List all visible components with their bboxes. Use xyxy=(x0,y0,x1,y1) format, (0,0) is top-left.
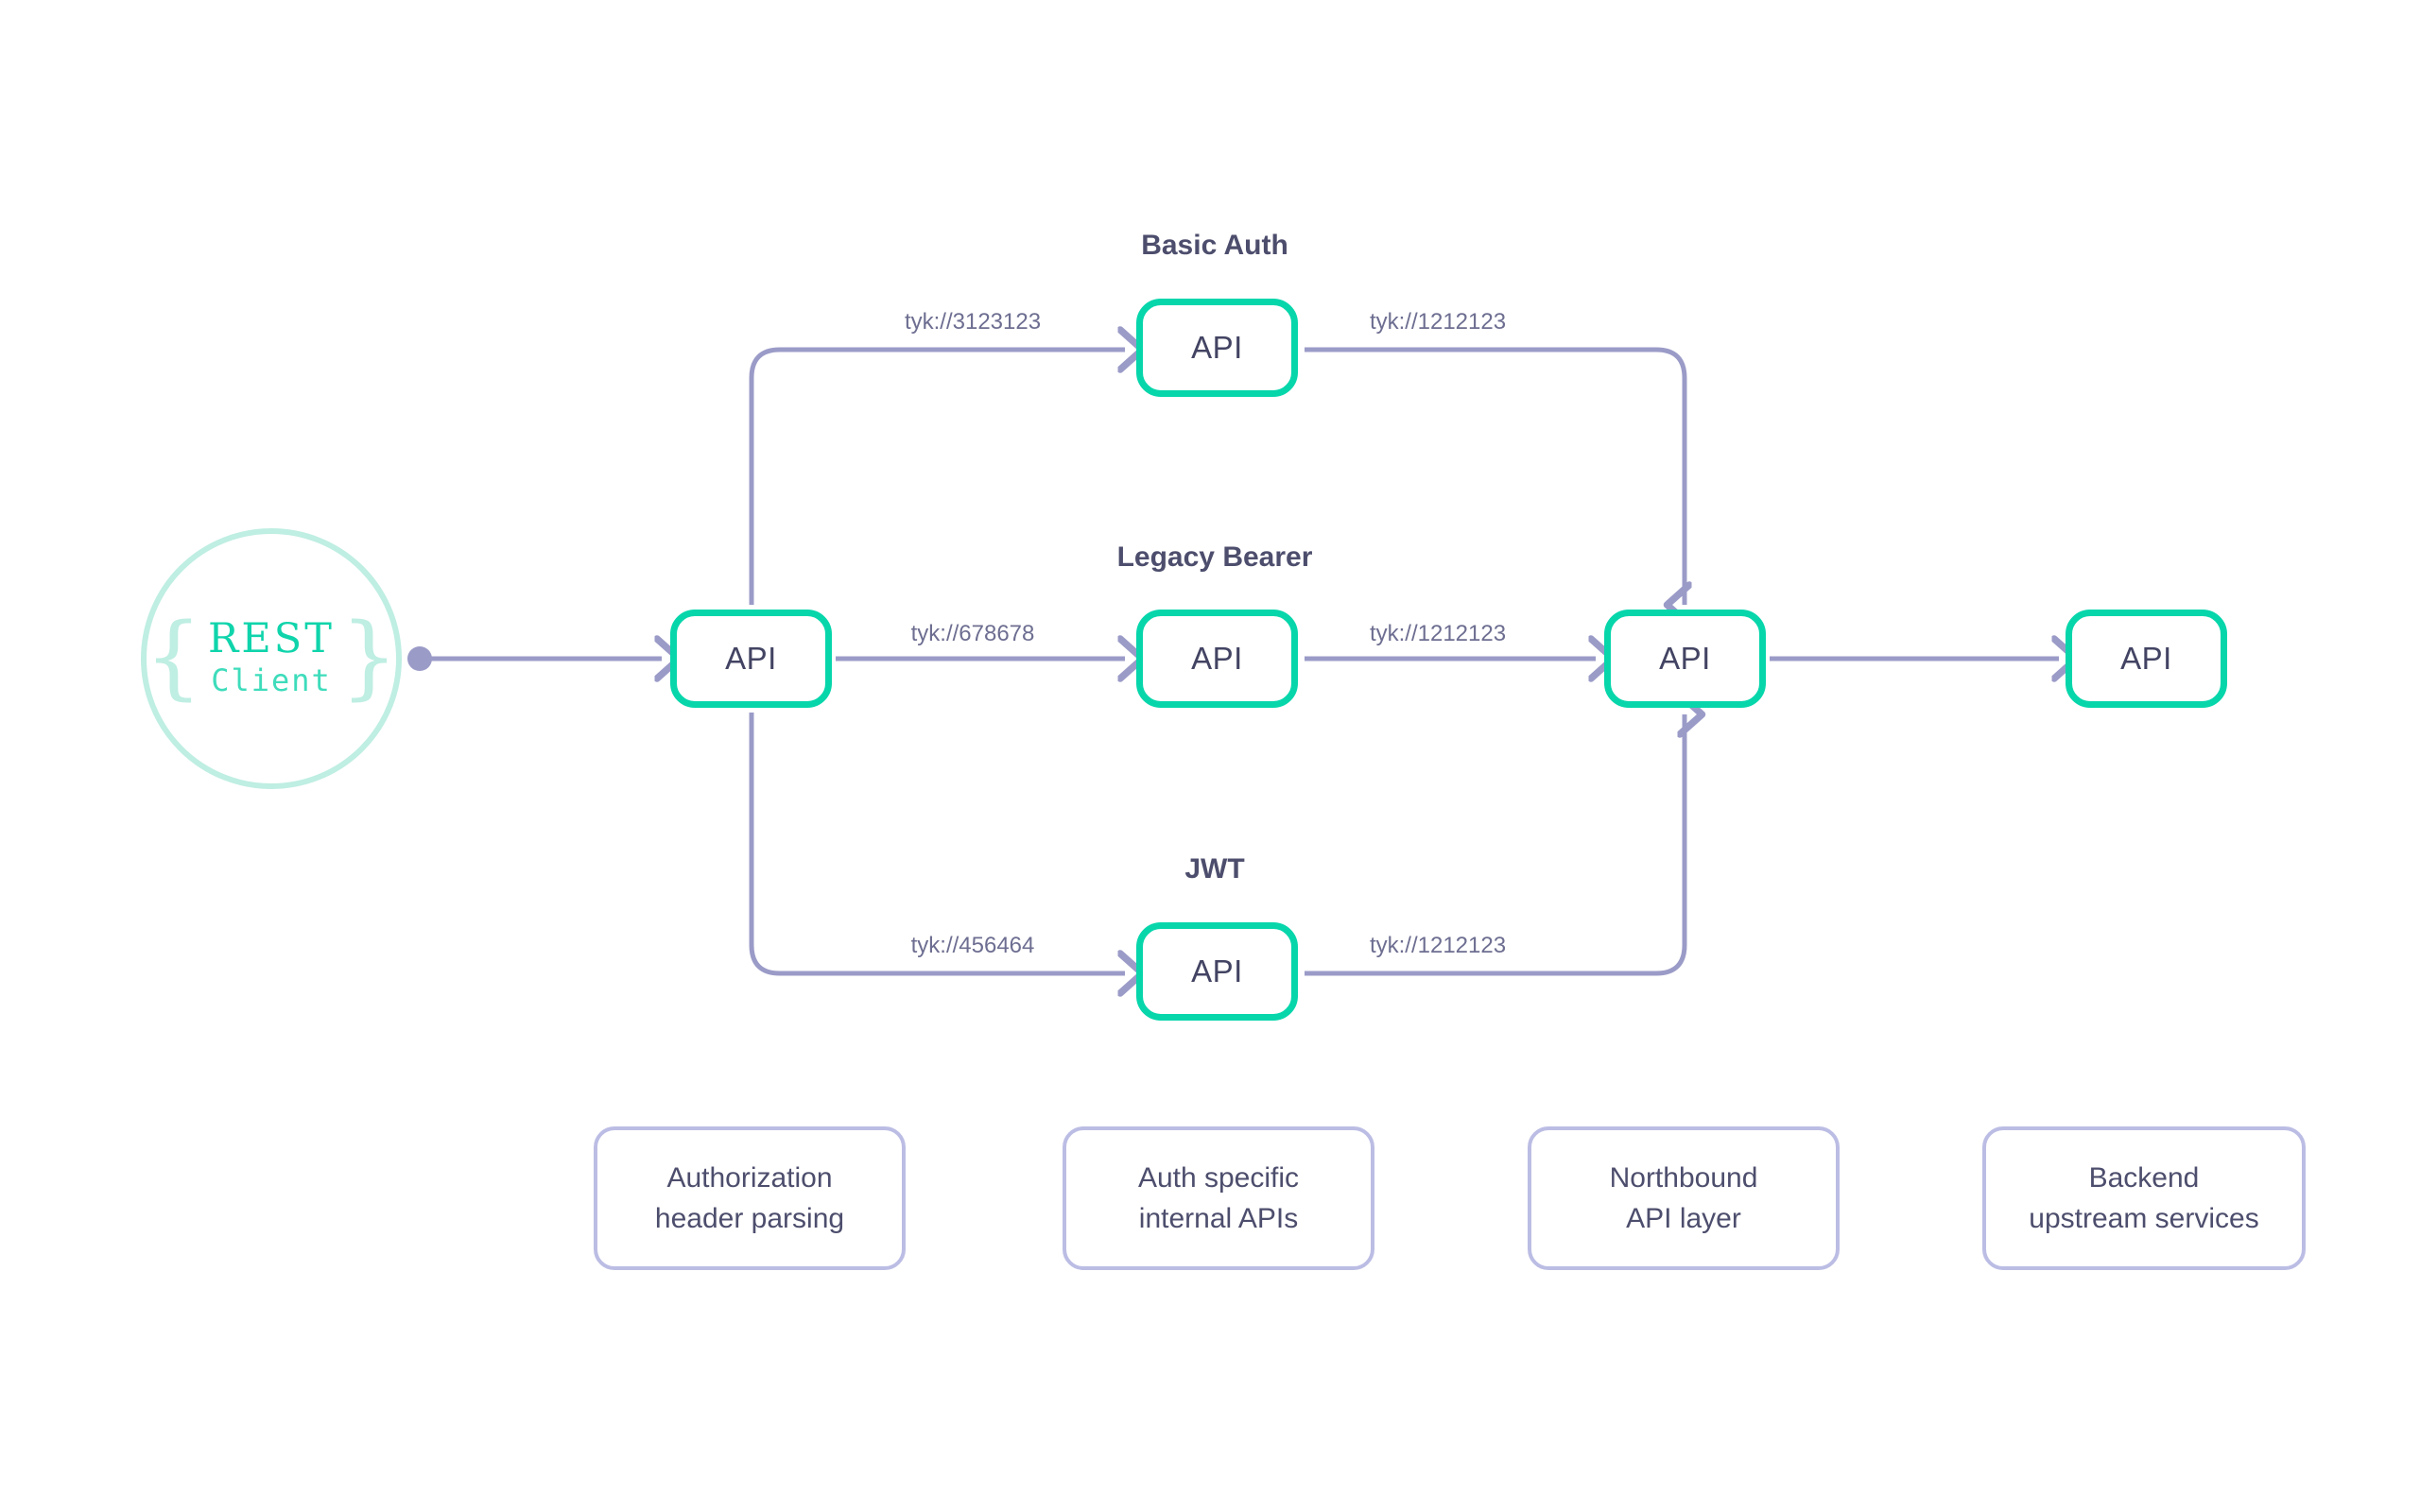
caption-line-2: header parsing xyxy=(654,1203,845,1234)
api-node-jwt[interactable]: API xyxy=(1136,922,1298,1021)
caption-text: Authorization header parsing xyxy=(655,1158,844,1240)
caption-line-1: Auth specific xyxy=(1137,1161,1300,1194)
api-node-northbound-label: API xyxy=(1659,641,1711,676)
caption-line-1: Northbound xyxy=(1609,1161,1758,1194)
caption-text: Backend upstream services xyxy=(2029,1158,2258,1240)
caption-line-1: Authorization xyxy=(666,1161,833,1194)
api-node-northbound[interactable]: API xyxy=(1604,610,1766,708)
caption-line-2: internal APIs xyxy=(1138,1203,1299,1234)
api-node-entry-label: API xyxy=(725,641,777,676)
client-origin-dot xyxy=(407,646,432,671)
edge-label-jwt-out: tyk://1212123 xyxy=(1369,933,1507,958)
api-node-basic-auth-label: API xyxy=(1191,330,1243,365)
caption-northbound-api-layer: Northbound API layer xyxy=(1528,1126,1840,1270)
edge-label-legacy-bearer-in: tyk://678678 xyxy=(910,621,1035,646)
api-node-jwt-label: API xyxy=(1191,954,1243,988)
api-node-backend-label: API xyxy=(2120,641,2172,676)
caption-text: Northbound API layer xyxy=(1610,1158,1758,1240)
caption-line-1: Backend xyxy=(2088,1161,2200,1194)
caption-text: Auth specific internal APIs xyxy=(1138,1158,1299,1240)
caption-line-2: upstream services xyxy=(2029,1203,2259,1234)
api-node-legacy-bearer-label: API xyxy=(1191,641,1243,676)
api-node-basic-auth[interactable]: API xyxy=(1136,299,1298,397)
rest-client-subtitle: Client xyxy=(211,662,332,698)
caption-authorization-header-parsing: Authorization header parsing xyxy=(594,1126,906,1270)
edge-label-basic-auth-out: tyk://1212123 xyxy=(1369,309,1507,335)
api-node-entry[interactable]: API xyxy=(670,610,832,708)
rest-client-badge: { REST Client } xyxy=(141,528,402,789)
edge-entry-to-basic-auth xyxy=(749,350,1125,605)
section-title-legacy-bearer: Legacy Bearer xyxy=(1116,541,1313,573)
brace-close-icon: } xyxy=(339,604,399,710)
api-node-legacy-bearer[interactable]: API xyxy=(1136,610,1298,708)
edge-label-jwt-in: tyk://456464 xyxy=(910,933,1035,958)
edge-label-legacy-bearer-out: tyk://1212123 xyxy=(1369,621,1507,646)
caption-auth-specific-internal-apis: Auth specific internal APIs xyxy=(1063,1126,1374,1270)
api-node-backend[interactable]: API xyxy=(2066,610,2227,708)
brace-open-icon: { xyxy=(144,604,203,710)
edge-label-basic-auth-in: tyk://3123123 xyxy=(904,309,1042,335)
section-title-basic-auth: Basic Auth xyxy=(1141,230,1288,261)
rest-client-title: REST xyxy=(208,615,335,663)
edge-basic-auth-to-northbound xyxy=(1305,347,1685,605)
section-title-jwt: JWT xyxy=(1184,853,1245,885)
caption-backend-upstream-services: Backend upstream services xyxy=(1982,1126,2306,1270)
caption-line-2: API layer xyxy=(1626,1203,1741,1234)
